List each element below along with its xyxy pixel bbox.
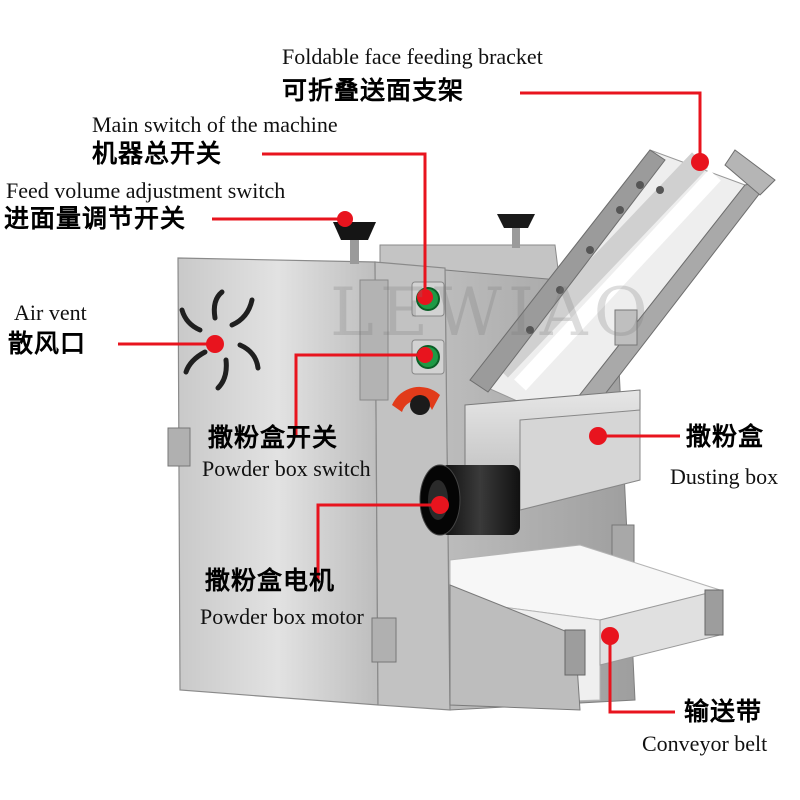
bracket-label-zh: 可折叠送面支架 xyxy=(282,76,465,105)
powder-switch-label-en: Powder box switch xyxy=(202,456,371,481)
powder-motor-label-en: Powder box motor xyxy=(200,604,364,629)
conveyor-label-zh: 输送带 xyxy=(684,697,763,726)
feed-knob-front xyxy=(333,222,376,264)
callout-dots xyxy=(206,153,709,645)
main-switch-label-en: Main switch of the machine xyxy=(92,112,338,137)
feed-knob-rear xyxy=(497,214,535,248)
feed-switch-label-zh: 进面量调节开关 xyxy=(4,204,187,233)
powder-switch-label-zh: 撒粉盒开关 xyxy=(208,423,339,452)
conveyor-shape xyxy=(449,544,724,711)
powder-motor-label-zh: 撒粉盒电机 xyxy=(205,566,336,595)
air-vent-icon xyxy=(179,289,261,391)
main-switch-label-zh: 机器总开关 xyxy=(92,139,223,168)
air-vent-label-zh: 散风口 xyxy=(8,329,87,358)
feeding-bracket xyxy=(469,149,776,421)
dusting-box-label-zh: 撒粉盒 xyxy=(686,422,765,451)
dusting-box-label-en: Dusting box xyxy=(670,464,779,489)
conveyor-label-en: Conveyor belt xyxy=(642,731,768,756)
bracket-label-en: Foldable face feeding bracket xyxy=(282,44,543,69)
feed-switch-label-en: Feed volume adjustment switch xyxy=(6,178,286,203)
air-vent-label-en: Air vent xyxy=(14,300,87,325)
watermark: LEWIAO xyxy=(330,274,654,351)
callout-lines xyxy=(118,91,702,714)
